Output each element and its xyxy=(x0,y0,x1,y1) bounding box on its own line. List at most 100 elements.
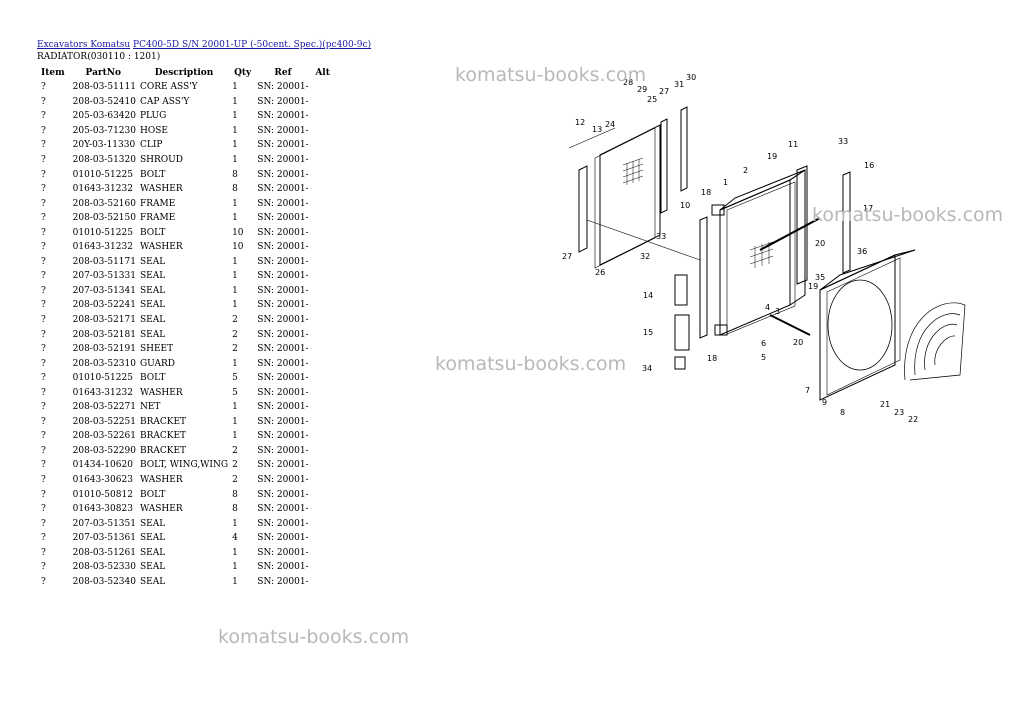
svg-text:36: 36 xyxy=(857,247,867,256)
qty-cell: 4 xyxy=(232,533,238,544)
partno-cell: 207-03-51341 xyxy=(72,285,136,296)
seal-block-14 xyxy=(674,274,688,306)
ref-cell: SN: 20001- xyxy=(257,242,309,253)
alt-cell xyxy=(311,225,335,240)
qty-cell: 1 xyxy=(232,125,238,136)
alt-cell xyxy=(311,516,335,531)
alt-cell xyxy=(311,182,335,197)
item-cell: ? xyxy=(41,285,46,296)
breadcrumb-model-link[interactable]: PC400-5D S/N 20001-UP (-50cent. Spec.)(p… xyxy=(133,40,372,50)
description-cell: BOLT xyxy=(139,169,166,180)
description-cell: SEAL xyxy=(139,285,166,296)
ref-cell: SN: 20001- xyxy=(257,402,309,413)
partno-cell: 01643-31232 xyxy=(72,242,133,253)
ref-cell: SN: 20001- xyxy=(257,489,309,500)
ref-cell: SN: 20001- xyxy=(257,227,309,238)
qty-cell: 1 xyxy=(232,576,238,587)
radiator-exploded-diagram: 1 2 3 4 5 6 7 8 9 10 11 12 13 14 15 16 1… xyxy=(562,73,966,424)
qty-cell: 1 xyxy=(232,402,238,413)
watermark-bottom: komatsu-books.com xyxy=(218,626,410,648)
description-cell: WASHER xyxy=(139,475,183,486)
column-header-qty: Qty xyxy=(234,67,252,78)
qty-cell: 1 xyxy=(232,198,238,209)
partno-cell: 208-03-52410 xyxy=(72,96,136,107)
partno-cell: 208-03-52330 xyxy=(72,562,136,573)
item-cell: ? xyxy=(41,169,46,180)
partno-cell: 208-03-51320 xyxy=(72,155,136,165)
alt-cell xyxy=(311,385,335,400)
frame-bar xyxy=(699,216,708,339)
item-cell: ? xyxy=(41,518,46,529)
svg-text:23: 23 xyxy=(894,408,904,417)
description-cell: SEAL xyxy=(139,315,166,326)
qty-cell: 2 xyxy=(232,445,238,456)
description-cell: HOSE xyxy=(139,125,168,136)
qty-cell: 10 xyxy=(232,242,244,253)
partno-cell: 208-03-52251 xyxy=(72,416,136,427)
partno-cell: 208-03-52290 xyxy=(72,445,136,456)
svg-text:11: 11 xyxy=(788,140,798,149)
frame-strip-right xyxy=(796,165,808,285)
ref-cell: SN: 20001- xyxy=(257,315,309,326)
svg-text:3: 3 xyxy=(775,307,780,316)
item-cell: ? xyxy=(41,402,46,413)
description-cell: BRACKET xyxy=(139,416,187,427)
ref-cell: SN: 20001- xyxy=(257,533,309,544)
item-cell: ? xyxy=(41,344,46,355)
column-header-description: Description xyxy=(154,67,214,78)
column-header-ref: Ref xyxy=(274,67,292,78)
ref-cell: SN: 20001- xyxy=(257,82,309,93)
svg-text:1: 1 xyxy=(723,178,728,187)
ref-cell: SN: 20001- xyxy=(257,344,309,355)
description-cell: FRAME xyxy=(139,213,176,224)
partno-cell: 01643-31232 xyxy=(72,387,133,398)
description-cell: SEAL xyxy=(139,518,166,529)
ref-cell: SN: 20001- xyxy=(257,562,309,573)
qty-cell: 1 xyxy=(232,518,238,529)
svg-text:18: 18 xyxy=(707,354,717,363)
ref-cell: SN: 20001- xyxy=(257,285,309,296)
ref-cell: SN: 20001- xyxy=(257,358,309,369)
alt-cell xyxy=(311,531,335,546)
qty-cell: 8 xyxy=(232,184,238,195)
alt-cell xyxy=(311,167,335,182)
partno-cell: 01434-10620 xyxy=(72,460,133,471)
qty-cell: 1 xyxy=(232,562,238,573)
alt-cell xyxy=(311,196,335,211)
breadcrumb-category-link[interactable]: Excavators Komatsu xyxy=(37,40,131,50)
svg-text:14: 14 xyxy=(643,291,653,300)
item-cell: ? xyxy=(41,416,46,427)
qty-cell: 1 xyxy=(232,547,238,558)
qty-cell: 1 xyxy=(232,256,238,267)
seal-block-34 xyxy=(674,356,686,370)
item-cell: ? xyxy=(41,329,46,340)
svg-text:24: 24 xyxy=(605,120,615,129)
svg-text:9: 9 xyxy=(822,398,827,407)
item-cell: ? xyxy=(41,475,46,486)
svg-text:31: 31 xyxy=(674,80,684,89)
alt-cell xyxy=(311,560,335,575)
svg-text:12: 12 xyxy=(575,118,585,127)
svg-text:32: 32 xyxy=(640,252,650,261)
item-cell: ? xyxy=(41,387,46,398)
description-cell: SEAL xyxy=(139,300,166,311)
ref-cell: SN: 20001- xyxy=(257,140,309,151)
item-cell: ? xyxy=(41,562,46,573)
alt-cell xyxy=(311,371,335,386)
description-cell: WASHER xyxy=(139,504,183,515)
description-cell: WASHER xyxy=(139,242,183,253)
partno-cell: 208-03-52191 xyxy=(72,344,136,355)
alt-cell xyxy=(311,95,335,110)
